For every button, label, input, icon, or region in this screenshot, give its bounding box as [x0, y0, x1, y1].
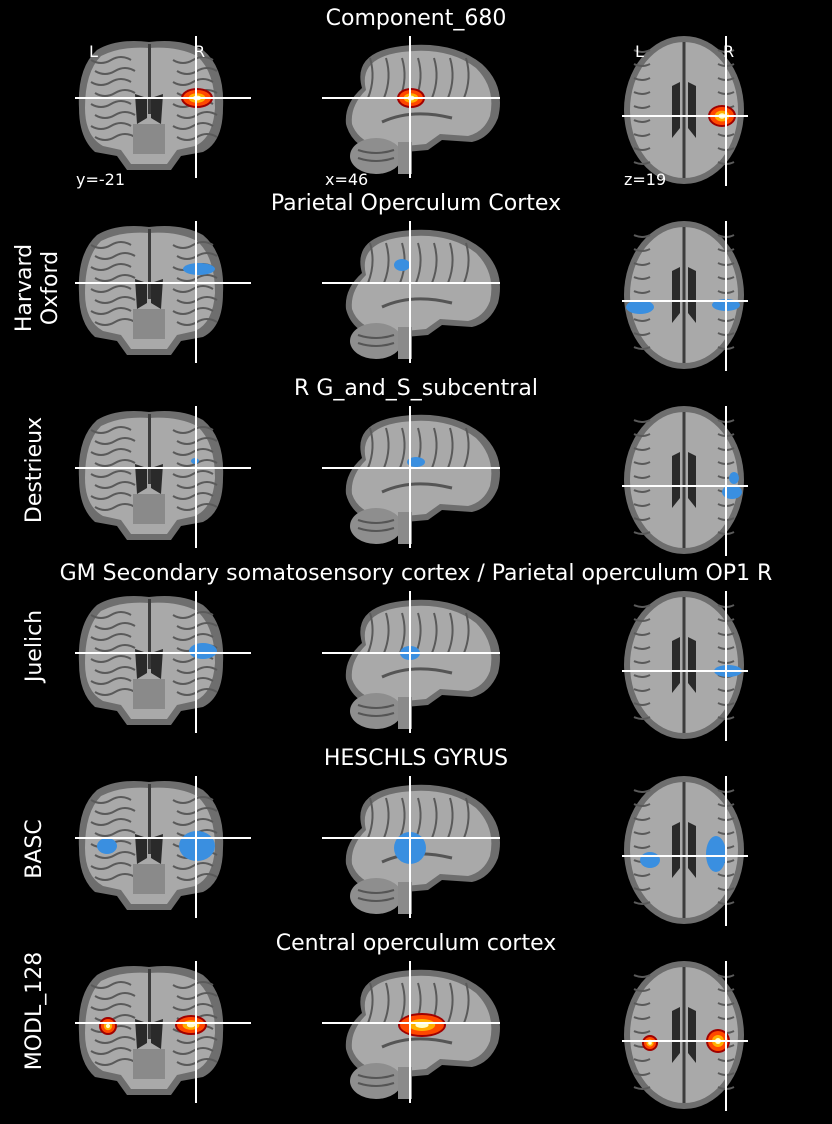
coronal-slice [75, 776, 251, 918]
crosshair [322, 406, 500, 548]
crosshair [622, 36, 748, 186]
row-component: Component_680 L R L R y=-21 x=46 z=19 [0, 0, 832, 189]
crosshair [75, 776, 251, 918]
row-destrieux: R G_and_S_subcentral Destrieux [0, 370, 832, 556]
row-title: HESCHLS GYRUS [323, 746, 509, 771]
row-title: R G_and_S_subcentral [294, 376, 538, 401]
row-juelich: GM Secondary somatosensory cortex / Pari… [0, 555, 832, 741]
sagittal-slice [322, 961, 500, 1103]
coronal-slice [75, 221, 251, 363]
sagittal-slice [322, 406, 500, 548]
crosshair [622, 961, 748, 1111]
sagittal-slice [322, 36, 500, 178]
sagittal-slice [322, 221, 500, 363]
coronal-slice [75, 406, 251, 548]
axial-slice [622, 221, 748, 371]
crosshair [622, 221, 748, 371]
row-basc: HESCHLS GYRUS BASC [0, 740, 832, 926]
crosshair [622, 776, 748, 926]
row-title: Parietal Operculum Cortex [270, 191, 562, 216]
crosshair [322, 36, 500, 178]
sagittal-coordinate: x=46 [325, 170, 369, 189]
orientation-left-label: L [635, 42, 644, 61]
crosshair [622, 406, 748, 556]
axial-slice [622, 961, 748, 1111]
crosshair [322, 221, 500, 363]
coronal-coordinate: y=-21 [76, 170, 126, 189]
orientation-left-label: L [89, 42, 98, 61]
crosshair [322, 961, 500, 1103]
orientation-right-label: R [194, 42, 206, 61]
axial-slice [622, 776, 748, 926]
atlas-label: Destrieux [22, 416, 47, 524]
crosshair [322, 591, 500, 733]
crosshair [322, 776, 500, 918]
activation-overlay [189, 643, 217, 659]
orientation-right-label: R [723, 42, 735, 61]
activation-overlay [398, 1013, 446, 1037]
row-title: Component_680 [325, 6, 507, 31]
crosshair [75, 406, 251, 548]
crosshair [75, 221, 251, 363]
sagittal-slice [322, 591, 500, 733]
atlas-label: Juelich [22, 609, 47, 683]
sagittal-slice [322, 776, 500, 918]
crosshair [75, 961, 251, 1103]
coronal-slice [75, 961, 251, 1103]
row-harvard-oxford: Parietal Operculum Cortex Harvard Oxford [0, 185, 832, 371]
axial-slice [622, 591, 748, 741]
activation-overlay [183, 263, 215, 275]
row-modl: Central operculum cortex MODL_128 [0, 925, 832, 1111]
atlas-label: Harvard Oxford [12, 243, 63, 333]
activation-overlay [407, 457, 425, 467]
coronal-slice [75, 591, 251, 733]
row-title: GM Secondary somatosensory cortex / Pari… [59, 561, 773, 586]
crosshair [622, 591, 748, 741]
coronal-slice [75, 36, 251, 178]
row-title: Central operculum cortex [275, 931, 557, 956]
axial-slice [622, 406, 748, 556]
activation-overlay [394, 259, 410, 271]
atlas-label: BASC [22, 819, 47, 879]
crosshair [75, 591, 251, 733]
crosshair [75, 36, 251, 178]
axial-slice [622, 36, 748, 186]
atlas-label: MODL_128 [22, 951, 47, 1071]
axial-coordinate: z=19 [624, 170, 667, 189]
